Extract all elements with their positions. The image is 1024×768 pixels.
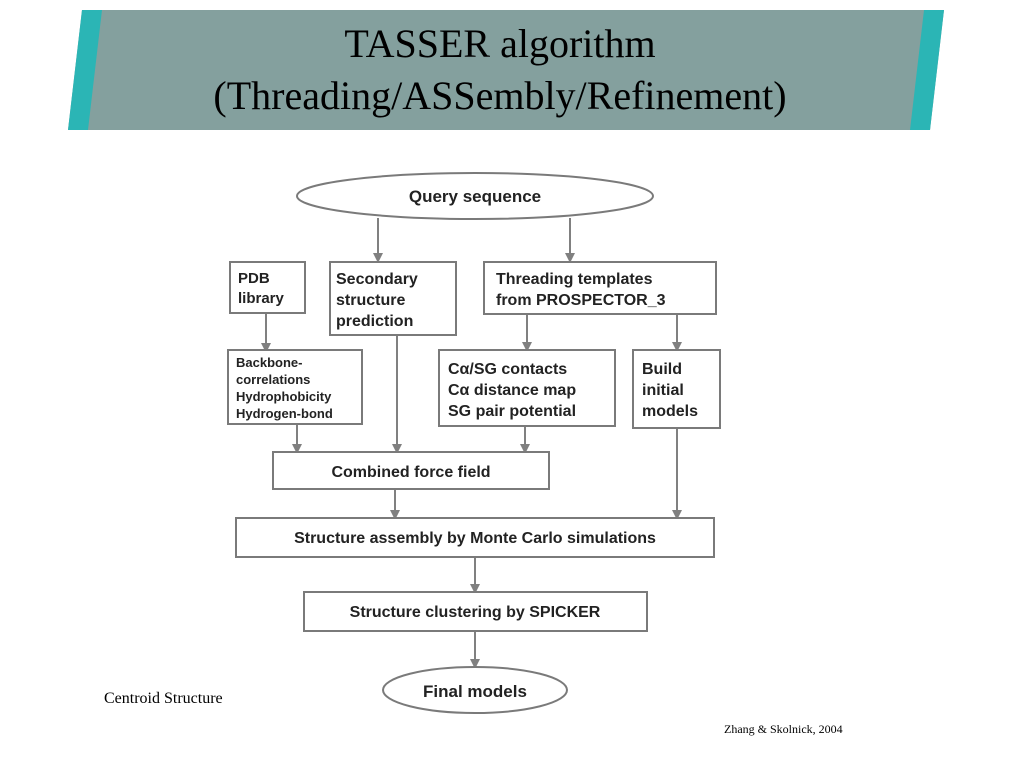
clustering-label: Structure clustering by SPICKER	[350, 604, 601, 621]
assembly-label: Structure assembly by Monte Carlo simula…	[294, 530, 656, 547]
pdb-box	[229, 261, 306, 314]
clustering-box	[303, 591, 648, 632]
backbone-label-line-1: Backbone-	[236, 355, 302, 370]
citation-caption: Zhang & Skolnick, 2004	[724, 722, 843, 736]
query-label: Query sequence	[409, 187, 541, 206]
secondary-box	[329, 261, 457, 336]
contacts-label-line-1: Cα/SG contacts	[448, 361, 567, 378]
build-box	[632, 349, 721, 429]
contacts-label-line-3: SG pair potential	[448, 403, 576, 420]
force-field-box	[272, 451, 550, 490]
query-ellipse	[296, 172, 654, 220]
secondary-label-line-2: structure	[336, 292, 405, 309]
final-models-node: Final models	[382, 666, 568, 714]
query-sequence-node: Query sequence	[296, 172, 654, 220]
pdb-library-node: PDB library	[229, 261, 306, 314]
flow-arrows	[261, 218, 682, 669]
banner-background	[68, 10, 944, 130]
title-line-1: TASSER algorithm	[344, 21, 656, 66]
banner-left-accent	[68, 10, 102, 130]
build-label-line-1: Build	[642, 361, 682, 378]
slide-title: TASSER algorithm (Threading/ASSembly/Ref…	[0, 18, 1000, 122]
assembly-box	[235, 517, 715, 558]
contacts-box	[438, 349, 616, 427]
backbone-label-line-3: Hydrophobicity	[236, 389, 332, 404]
threading-label-line-1: Threading templates	[496, 271, 653, 288]
centroid-caption: Centroid Structure	[104, 690, 223, 707]
title-line-2: (Threading/ASSembly/Refinement)	[213, 73, 787, 118]
assembly-node: Structure assembly by Monte Carlo simula…	[235, 517, 715, 558]
backbone-box	[227, 349, 363, 425]
backbone-label-line-2: correlations	[236, 372, 310, 387]
threading-templates-node: Threading templates from PROSPECTOR_3	[483, 261, 717, 315]
build-label-line-2: initial	[642, 382, 684, 399]
backbone-label-line-4: Hydrogen-bond	[236, 406, 333, 421]
pdb-label-line-1: PDB	[238, 270, 270, 287]
build-label-line-3: models	[642, 403, 698, 420]
threading-label-line-2: from PROSPECTOR_3	[496, 292, 666, 309]
clustering-node: Structure clustering by SPICKER	[303, 591, 648, 632]
final-ellipse	[382, 666, 568, 714]
contacts-node: Cα/SG contacts Cα distance map SG pair p…	[438, 349, 616, 427]
secondary-label-line-1: Secondary	[336, 271, 418, 288]
final-label: Final models	[423, 682, 527, 701]
force-field-label: Combined force field	[331, 464, 490, 481]
title-banner	[68, 10, 944, 130]
backbone-node: Backbone- correlations Hydrophobicity Hy…	[227, 349, 363, 425]
secondary-structure-node: Secondary structure prediction	[329, 261, 457, 336]
banner-right-accent	[910, 10, 944, 130]
pdb-label-line-2: library	[238, 290, 285, 307]
force-field-node: Combined force field	[272, 451, 550, 490]
threading-box	[483, 261, 717, 315]
build-models-node: Build initial models	[632, 349, 721, 429]
secondary-label-line-3: prediction	[336, 313, 413, 330]
contacts-label-line-2: Cα distance map	[448, 382, 576, 399]
